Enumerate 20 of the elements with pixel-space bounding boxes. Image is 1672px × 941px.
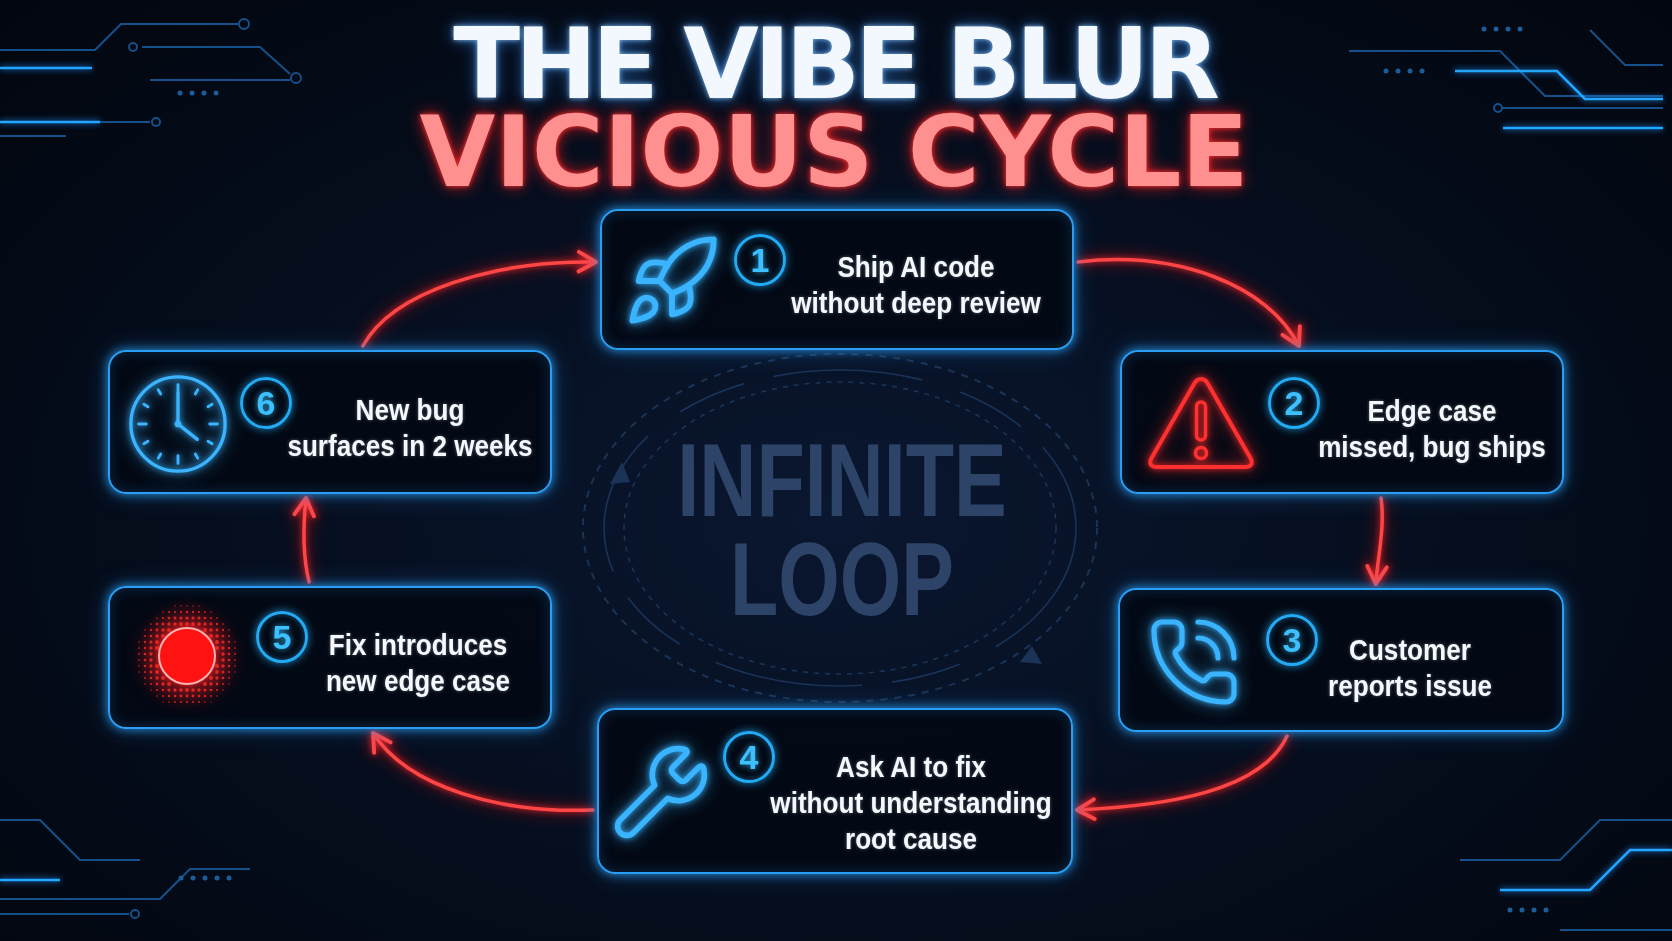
step-text: Fix introduces new edge case [325, 627, 511, 699]
loop-label: INFINITE LOOP [677, 431, 1007, 629]
step-text: Ship AI code without deep review [791, 249, 1041, 321]
step-card [108, 586, 552, 729]
step-number: 2 [1268, 377, 1320, 429]
step-text: Edge case missed, bug ships [1318, 393, 1546, 465]
cycle-arrow [1076, 258, 1301, 348]
step-number: 4 [723, 731, 775, 783]
step-card [1120, 350, 1564, 494]
step-number: 1 [734, 234, 786, 286]
step-card [1118, 588, 1564, 732]
step-number: 6 [240, 377, 292, 429]
step-number: 3 [1266, 614, 1318, 666]
step-card [108, 350, 552, 494]
step-text: Customer reports issue [1328, 632, 1492, 704]
cycle-arrow [292, 496, 316, 584]
step-card [597, 708, 1073, 874]
step-card [600, 209, 1074, 350]
step-number: 5 [256, 611, 308, 663]
title: THE VIBE BLUR VICIOUS CYCLE [418, 20, 1250, 196]
